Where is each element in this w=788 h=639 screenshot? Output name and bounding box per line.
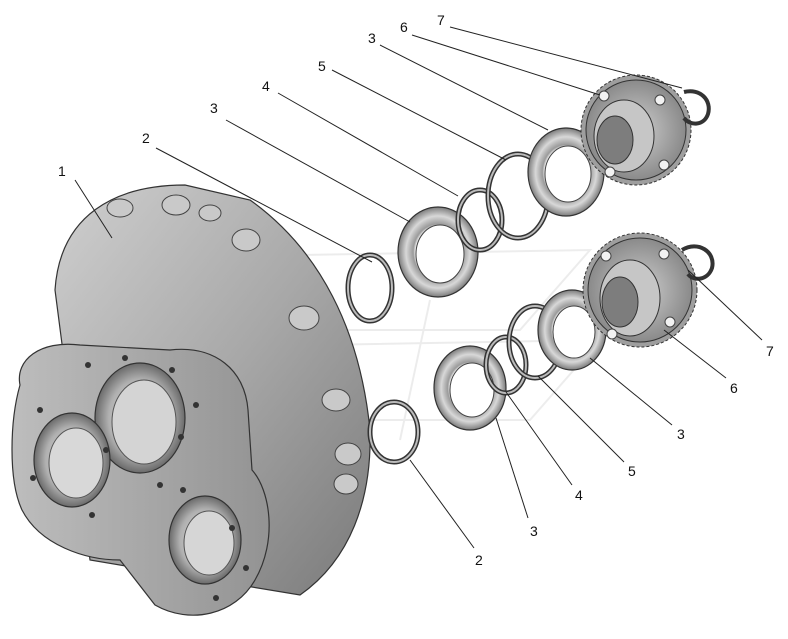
spacer-ring-4-upper xyxy=(455,187,505,253)
circlip-7-upper xyxy=(682,89,711,126)
circlip-7-lower xyxy=(680,244,715,281)
callout-2: 2 xyxy=(475,552,483,568)
callout-6: 6 xyxy=(400,19,408,35)
callout-labels: 1 2 3 4 5 3 6 7 7 6 3 5 4 3 2 xyxy=(58,12,774,568)
callout-3: 3 xyxy=(210,100,218,116)
callout-3: 3 xyxy=(530,523,538,539)
callout-7: 7 xyxy=(437,12,445,28)
callout-2: 2 xyxy=(142,130,150,146)
callout-4: 4 xyxy=(262,78,270,94)
callout-3: 3 xyxy=(677,426,685,442)
callout-6: 6 xyxy=(730,380,738,396)
leader-lines xyxy=(74,26,763,549)
spacer-ring-4-lower xyxy=(483,334,529,396)
callout-3: 3 xyxy=(368,30,376,46)
gear-6-lower xyxy=(582,232,698,348)
housing-part-1 xyxy=(11,184,371,616)
callout-5: 5 xyxy=(628,463,636,479)
gear-6-upper xyxy=(580,74,692,186)
snap-ring-2-upper xyxy=(345,252,395,324)
callout-1: 1 xyxy=(58,163,66,179)
callout-5: 5 xyxy=(318,58,326,74)
callout-7: 7 xyxy=(766,343,774,359)
bearing-3-upper-left xyxy=(397,206,479,298)
snap-ring-2-lower xyxy=(367,399,421,465)
callout-4: 4 xyxy=(575,487,583,503)
